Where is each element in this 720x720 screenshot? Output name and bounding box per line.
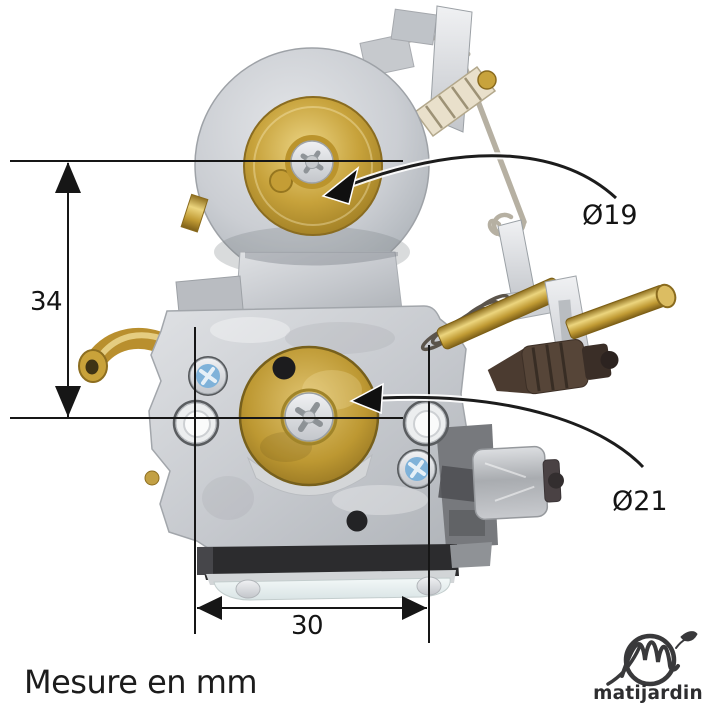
- pump-cylinder: [472, 445, 564, 521]
- height-dimension-label: 34: [30, 287, 63, 317]
- pump-base: [197, 542, 492, 601]
- top-diameter-label: Ø19: [582, 200, 638, 231]
- bottom-diameter-label: Ø21: [612, 486, 668, 517]
- jet-hole-top: [269, 169, 293, 193]
- cover-screw-upper-left: [188, 356, 228, 396]
- leader-arrow-bottom-diameter: [349, 382, 646, 470]
- main-body: [144, 305, 564, 551]
- leader-arrow-top-diameter: [321, 152, 619, 205]
- top-flange: [180, 47, 430, 283]
- cover-screw-lower-right: [397, 449, 437, 489]
- choke-shaft-brass: [565, 283, 677, 340]
- measurement-unit-note: Mesure en mm: [24, 663, 258, 701]
- idle-adjustment-screw: [487, 339, 619, 395]
- matijardin-logo-icon: [606, 631, 698, 687]
- mounting-hole-right: [402, 399, 450, 447]
- right-linkage-assembly: [420, 218, 677, 395]
- throttle-lever-and-spring: [359, 5, 527, 240]
- carburetor-illustration: [78, 5, 677, 601]
- body-hole-bottom: [346, 510, 368, 532]
- brand-name: matijardin: [593, 683, 703, 704]
- dimension-annotations: [10, 152, 646, 643]
- dimension-height-34: [10, 160, 403, 419]
- throttle-bore-hole: [272, 356, 296, 380]
- width-dimension-label: 30: [291, 611, 324, 641]
